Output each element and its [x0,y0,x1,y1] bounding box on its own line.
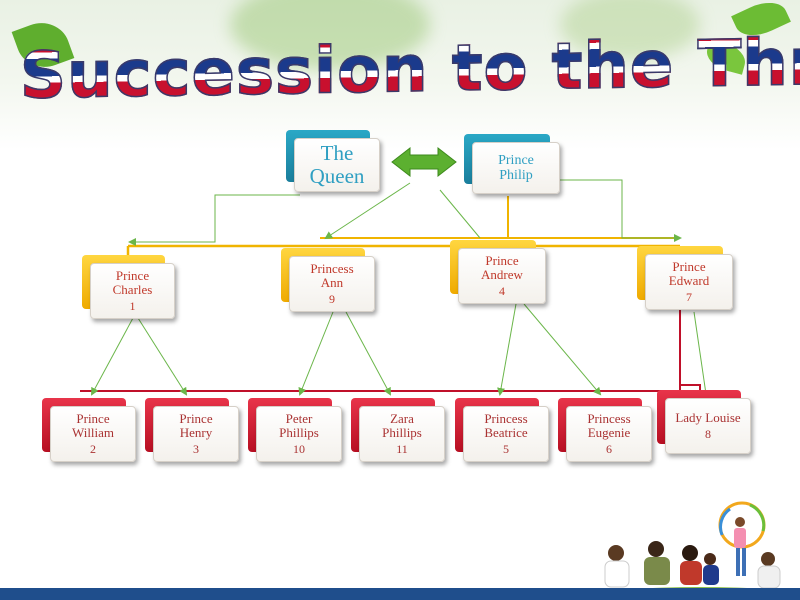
node-prince-charles: Prince Charles 1 [82,255,177,320]
succession-number: 4 [499,283,505,298]
background-foliage [230,0,430,70]
node-prince-henry: Prince Henry 3 [145,398,241,464]
succession-number: 10 [293,441,305,456]
node-prince-edward: Prince Edward 7 [637,246,735,312]
node-label: Beatrice [484,425,528,441]
node-label: Andrew [481,267,523,283]
succession-number: 8 [705,426,711,441]
succession-number: 2 [90,441,96,456]
node-label: Phillips [382,425,422,441]
node-label: Henry [179,425,213,441]
node-label: William [71,425,115,441]
succession-number: 5 [503,441,509,456]
slide-background [0,0,800,150]
node-the-queen: The Queen [286,130,386,195]
node-label: Prince [498,152,534,168]
node-label: Princess [587,411,631,427]
footer-bar [0,588,800,600]
background-foliage [560,0,700,60]
node-label: Queen [309,164,365,188]
node-label: Edward [668,273,710,289]
node-label: Ann [320,275,344,291]
marriage-double-arrow [391,146,457,178]
node-label: Phillips [279,425,319,441]
node-label: Prince [76,411,110,427]
node-princess-ann: Princess Ann 9 [281,248,377,314]
node-label: Prince [672,259,706,275]
succession-number: 1 [129,298,136,313]
node-label: Eugenie [587,425,631,441]
succession-number: 11 [396,441,408,456]
node-label: Princess [310,261,354,277]
node-label: Zara [390,411,414,427]
node-prince-philip: Prince Philip [464,134,564,196]
succession-number: 3 [193,441,199,456]
node-princess-beatrice: Princess Beatrice 5 [455,398,551,464]
succession-number: 9 [329,291,335,306]
node-label: Philip [499,168,533,183]
node-label: Charles [112,282,153,298]
node-zara-phillips: Zara Phillips 11 [351,398,447,464]
node-label: Prince [115,268,150,284]
node-lady-louise: Lady Louise 8 [657,390,753,456]
node-label: Prince [179,411,213,427]
family-illustration [600,501,800,600]
node-label: Princess [484,411,528,427]
succession-number: 6 [606,441,612,456]
node-prince-william: Prince William 2 [42,398,138,464]
node-peter-phillips: Peter Phillips 10 [248,398,344,464]
succession-number: 7 [686,289,692,304]
node-label: Prince [485,253,519,269]
node-princess-eugenie: Princess Eugenie 6 [558,398,654,464]
node-label: Lady Louise [675,410,741,426]
node-label: Peter [285,411,313,427]
node-prince-andrew: Prince Andrew 4 [450,240,548,306]
node-label: The [320,140,354,165]
